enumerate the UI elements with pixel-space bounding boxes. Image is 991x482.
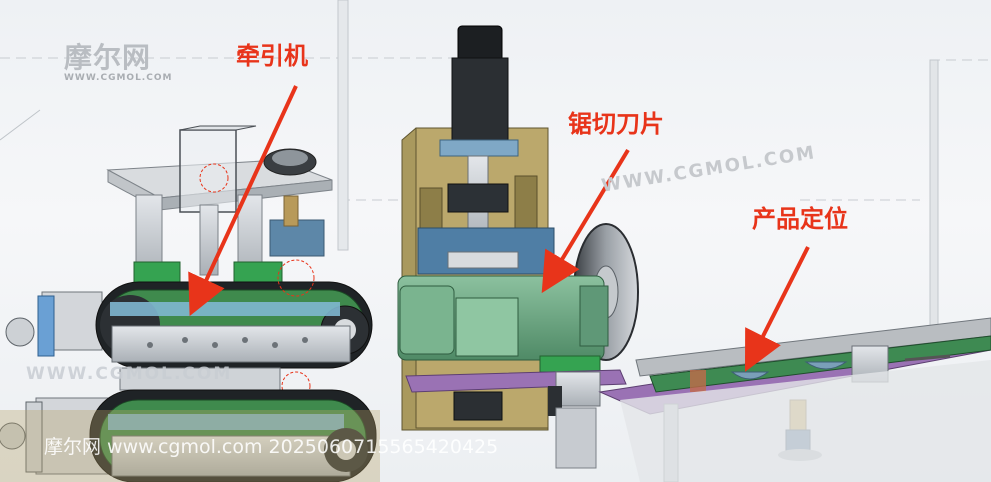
label-product-positioning: 产品定位 bbox=[752, 205, 848, 233]
watermark-logo-en: WWW.CGMOL.COM bbox=[64, 73, 173, 83]
arrow-traction bbox=[188, 85, 298, 317]
watermark-middle: WWW.CGMOL.COM bbox=[26, 364, 233, 384]
traction-machine bbox=[0, 125, 380, 482]
watermark-footer: 摩尔网 www.cgmol.com 2025060715565420425 bbox=[44, 436, 499, 458]
watermark-logo-cn: 摩尔网 bbox=[64, 41, 152, 74]
positioning-table bbox=[598, 317, 991, 482]
arrow-blade bbox=[541, 148, 630, 294]
annotation-arrows bbox=[188, 85, 810, 372]
label-traction-machine: 牵引机 bbox=[236, 42, 308, 70]
label-saw-blade: 锯切刀片 bbox=[568, 110, 664, 138]
arrow-position bbox=[744, 246, 810, 372]
saw-unit bbox=[397, 25, 639, 469]
